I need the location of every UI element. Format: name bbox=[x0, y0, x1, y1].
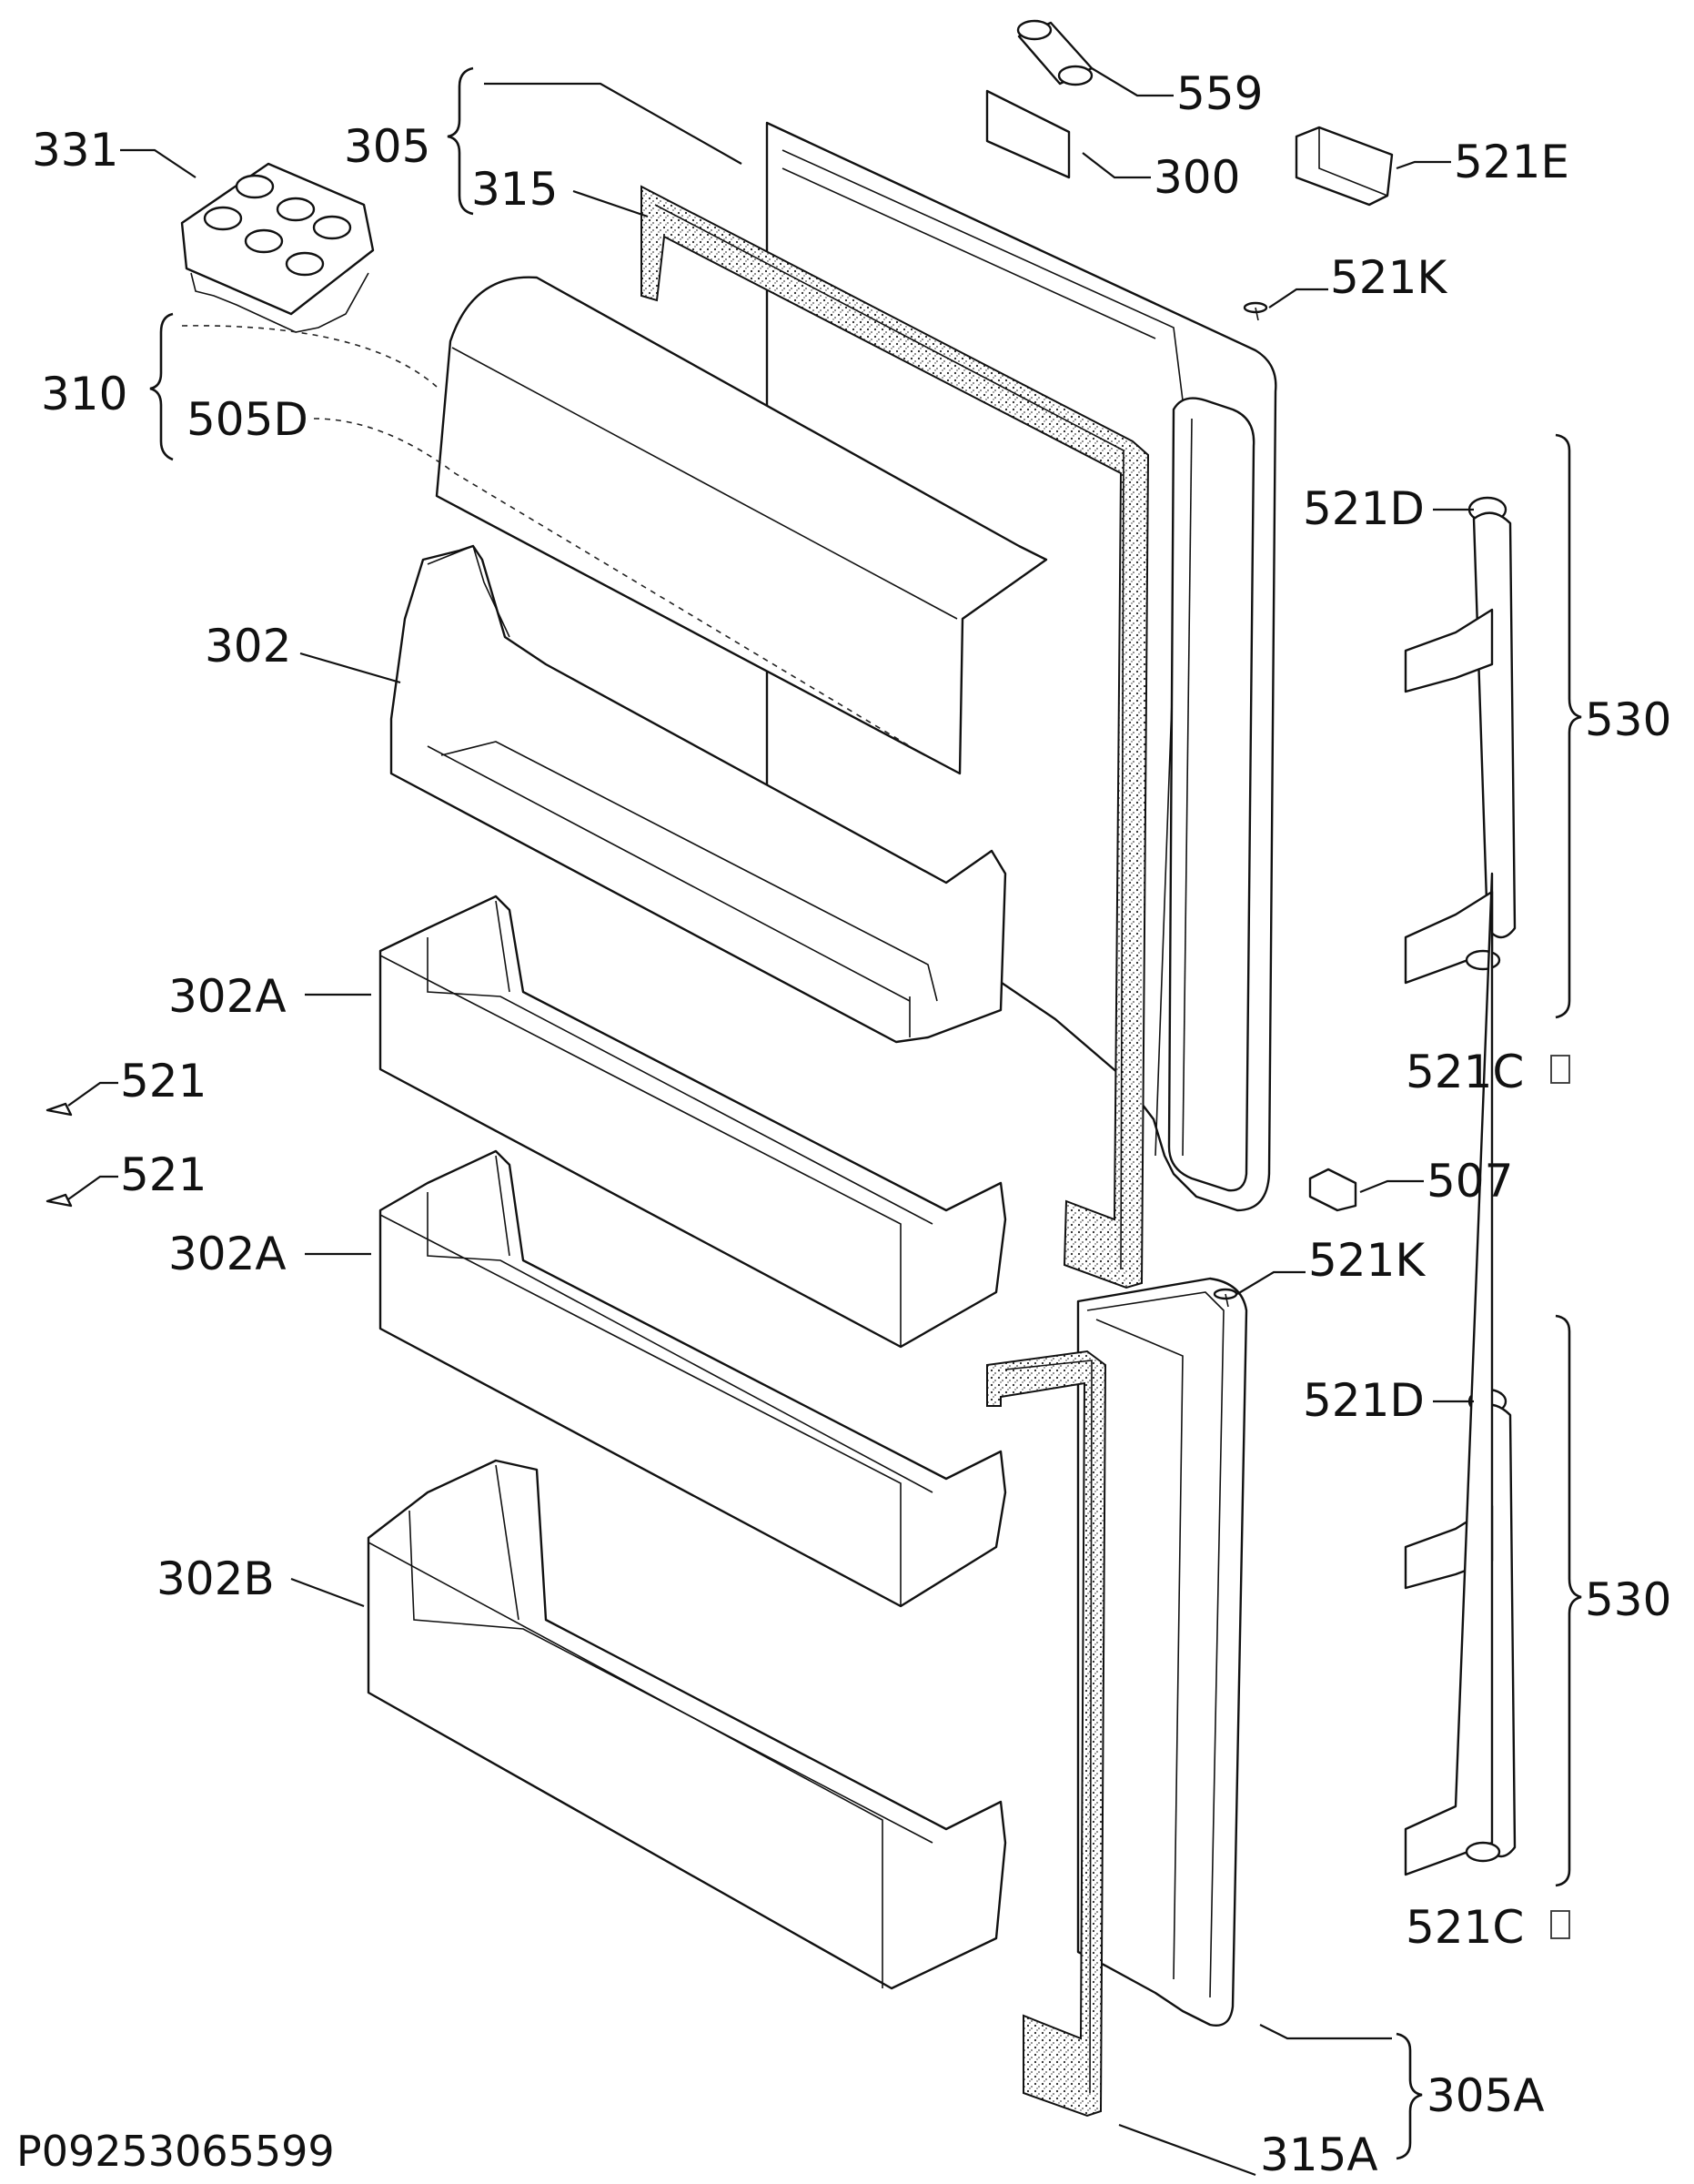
label-302a-2: 302A bbox=[168, 1228, 287, 1280]
label-530-bottom: 530 bbox=[1585, 1573, 1671, 1626]
label-521c-top: 521C bbox=[1406, 1046, 1524, 1098]
label-315: 315 bbox=[471, 163, 558, 216]
upper-door bbox=[765, 121, 1277, 1212]
handle-530-top bbox=[1404, 496, 1517, 985]
document-id: P09253065599 bbox=[16, 2127, 335, 2176]
egg-tray-331 bbox=[180, 162, 375, 333]
label-302: 302 bbox=[205, 620, 291, 672]
brace-305 bbox=[447, 66, 474, 216]
upper-gasket bbox=[640, 185, 1150, 1289]
label-507: 507 bbox=[1427, 1155, 1513, 1208]
pin-559 bbox=[1016, 19, 1094, 86]
label-310: 310 bbox=[41, 368, 127, 420]
dashed-leaders bbox=[181, 325, 911, 747]
screw-521k-top bbox=[1243, 301, 1268, 321]
stopper-507 bbox=[1308, 1168, 1357, 1212]
brace-530-top bbox=[1555, 433, 1582, 1019]
handle-530-bottom bbox=[1404, 872, 1517, 1876]
label-305: 305 bbox=[344, 120, 430, 173]
brace-310 bbox=[149, 312, 174, 461]
label-521k-top: 521K bbox=[1330, 251, 1447, 304]
lower-gasket bbox=[986, 1350, 1107, 2118]
callout-labels: 331 305 315 559 300 521E 521K 310 505D 5… bbox=[32, 67, 1671, 2181]
label-305a: 305A bbox=[1427, 2069, 1545, 2122]
label-315a: 315A bbox=[1260, 2128, 1378, 2181]
screws-521 bbox=[45, 1102, 73, 1208]
screw-521k-bottom bbox=[1213, 1288, 1238, 1308]
brace-305a bbox=[1396, 2032, 1423, 2160]
label-521e: 521E bbox=[1454, 136, 1569, 188]
label-521d-bottom: 521D bbox=[1303, 1374, 1425, 1427]
lower-door bbox=[1076, 1277, 1248, 2027]
door-shelf-302a-1 bbox=[378, 895, 1007, 1349]
label-521-1: 521 bbox=[120, 1055, 207, 1107]
cover-521e bbox=[1295, 126, 1394, 207]
door-shelf-302b bbox=[367, 1459, 1007, 1990]
brace-530-bottom bbox=[1555, 1314, 1582, 1887]
door-shelf-302a-2 bbox=[378, 1149, 1007, 1608]
label-302b: 302B bbox=[156, 1552, 275, 1605]
label-300 bbox=[985, 89, 1071, 179]
label-302a-1: 302A bbox=[168, 970, 287, 1023]
label-505d: 505D bbox=[187, 393, 308, 446]
label-300: 300 bbox=[1154, 151, 1240, 204]
label-521k-bottom: 521K bbox=[1308, 1234, 1426, 1287]
label-559: 559 bbox=[1176, 67, 1263, 120]
cap-521c-bottom bbox=[1550, 1910, 1570, 1939]
label-331: 331 bbox=[32, 124, 118, 177]
leader-lines bbox=[67, 67, 1474, 2177]
label-521d-top: 521D bbox=[1303, 482, 1425, 535]
label-521c-bottom: 521C bbox=[1406, 1901, 1524, 1954]
label-530-top: 530 bbox=[1585, 693, 1671, 746]
cap-521c-top bbox=[1550, 1055, 1570, 1084]
door-shelf-302 bbox=[389, 276, 1048, 1044]
label-521-2: 521 bbox=[120, 1148, 207, 1201]
